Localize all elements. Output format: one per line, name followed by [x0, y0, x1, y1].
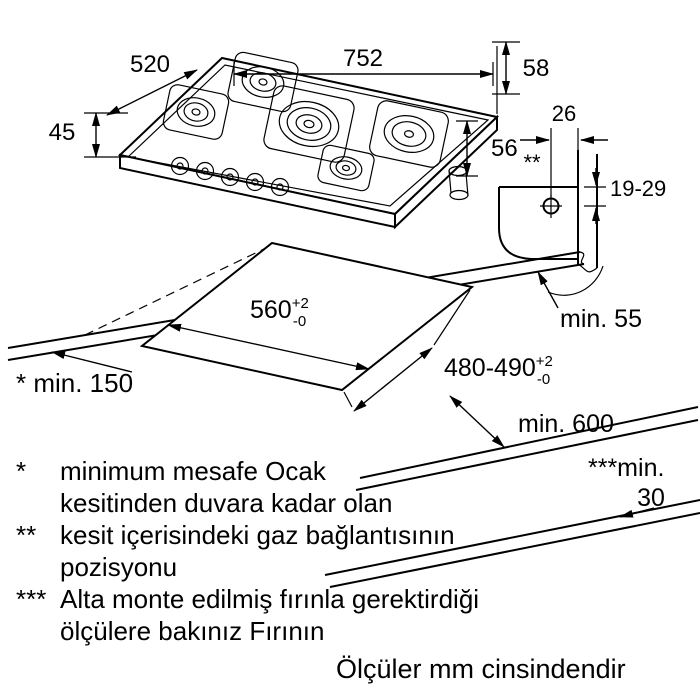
footnote-2-line2: pozisyonu: [60, 552, 177, 582]
min-side-arrow: [51, 351, 133, 373]
dim-520-arrow: [106, 69, 198, 116]
min-gap-arrow: [619, 507, 655, 518]
cutout-width-arrow: [167, 323, 370, 371]
hob-projection-dashed-line: [84, 246, 269, 336]
wall-break-curve: [577, 263, 598, 273]
burner-ring-outer: [278, 100, 340, 148]
pan-support-grate: [317, 144, 375, 192]
cutout-width-tol-minus: -0: [293, 313, 306, 330]
footnote-3-marker: ***: [16, 584, 46, 614]
worktop-front-edge-line-1: [359, 406, 699, 479]
knob-3-center: [226, 173, 234, 181]
footnote-2-line1: kesit içerisindeki gaz bağlantısının: [60, 520, 455, 550]
cutout-depth-value: 480-490: [444, 354, 536, 382]
burner-ring-outer: [383, 115, 435, 153]
burner-ring-middle: [286, 107, 332, 141]
gas-stub-side-left: [448, 169, 452, 194]
knob-1: [170, 156, 190, 176]
footnote-1-line2: kesitinden duvara kadar olan: [60, 488, 392, 518]
gas-bracket-detail: 26 ** 19-29: [498, 101, 666, 296]
cutout-width-tol-plus: +2: [292, 295, 309, 312]
burner-right: [369, 100, 449, 168]
burner-cap: [258, 78, 268, 86]
min-front-arrow: [449, 395, 505, 448]
cutout-depth-ext-1: [433, 289, 471, 346]
cutout-depth-label: 480-490+2-0: [444, 353, 553, 388]
units-note: Ölçüler mm cinsindendir: [336, 654, 626, 684]
min-rear-label: min. 55: [560, 305, 642, 333]
footnote-1-marker: *: [16, 456, 26, 486]
pan-support-grate: [263, 85, 355, 163]
burner-cap: [303, 119, 315, 129]
gas-position-marker: **: [523, 150, 541, 175]
dim-26-label: 26: [552, 101, 576, 126]
min-gap-label-line2: 30: [637, 484, 665, 512]
control-knobs: [170, 156, 290, 197]
cutout-width-label: 560+2-0: [250, 295, 309, 330]
burner-ring-outer: [329, 156, 363, 180]
footnote-3-line1: Alta monte edilmiş fırınla gerektirdiği: [60, 584, 479, 614]
burner-ring-inner: [335, 160, 357, 176]
worktop-front-edge-line-2: [355, 419, 699, 491]
min-side-label: * min. 150: [16, 368, 133, 398]
knob-2: [195, 161, 215, 181]
dim-1929-label: 19-29: [610, 176, 666, 201]
bracket-profile: [498, 186, 577, 260]
counter-break-swoosh: [547, 265, 604, 296]
dim-58-label: 58: [523, 55, 550, 82]
knob-4-center: [251, 178, 259, 186]
cutout-depth-tol-plus: +2: [536, 353, 553, 370]
hob-drawing: [117, 51, 500, 230]
cutout-depth-arrow: [353, 347, 433, 412]
dim-520-label: 520: [130, 51, 170, 78]
dim-752-label: 752: [343, 45, 383, 72]
footnote-1-line1: minimum mesafe Ocak: [60, 456, 327, 486]
cutout-outline: [139, 241, 475, 392]
cutout-depth-tol-minus: -0: [537, 371, 550, 388]
burner-cap: [403, 130, 415, 138]
knob-4: [245, 172, 265, 192]
cutout-width-value: 560: [250, 296, 292, 324]
knob-5-center: [276, 183, 284, 191]
min-front-label: min. 600: [518, 410, 614, 438]
cutout-depth-ext-2: [343, 391, 353, 408]
footnote-2-marker: **: [16, 520, 36, 550]
footnote-3-line2: ölçülere bakınız Fırının: [60, 616, 324, 646]
knob-1-center: [176, 162, 184, 170]
pan-support-grate: [369, 100, 449, 168]
knob-5: [270, 177, 290, 197]
worktop-drawing: 560+2-0 480-490+2-0 min. 55 * min. 150 m…: [7, 241, 700, 588]
min-rear-arrow: [537, 271, 559, 309]
dim-45-label: 45: [49, 119, 76, 146]
worktop-rear-break-curve: [579, 251, 585, 265]
oven-front-edge-line-2: [329, 512, 700, 588]
knob-2-center: [201, 167, 209, 175]
min-gap-label-line1: ***min.: [588, 454, 664, 482]
footnotes: * minimum mesafe Ocak kesitinden duvara …: [16, 456, 626, 684]
gas-stub-bottom: [449, 189, 469, 201]
burner-front-center: [317, 144, 375, 192]
knob-3: [220, 167, 240, 187]
burner-ring-inner: [391, 121, 427, 147]
burner-cap: [341, 164, 351, 172]
dim-56-label: 56: [491, 135, 518, 162]
hob-dimensions: 752 520 45 58 56: [49, 41, 550, 177]
